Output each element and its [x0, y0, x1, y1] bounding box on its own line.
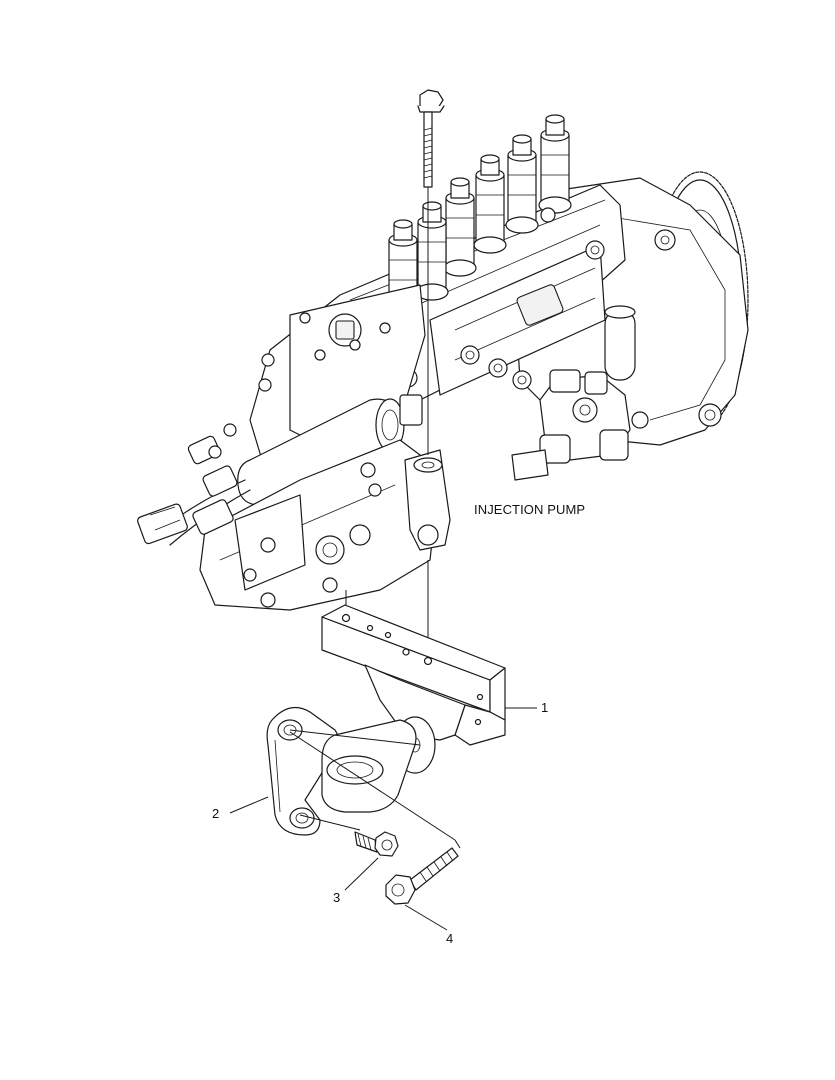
injection-pump-label: INJECTION PUMP [474, 502, 586, 517]
callout-4-leader [404, 904, 448, 931]
bolt-4-leader-bend [454, 839, 461, 849]
callout-2-leader [229, 796, 269, 814]
bolt-3-leader [299, 814, 361, 831]
rubber-mount [321, 719, 417, 813]
link-plate-part-2 [266, 706, 340, 836]
long-bolt [417, 89, 445, 188]
short-bolt-part-3 [354, 831, 399, 857]
callout-1: 1 [541, 700, 549, 715]
pump-mounting-boss [404, 449, 451, 551]
feed-pump-housing [187, 423, 441, 611]
injection-pump [137, 114, 749, 611]
bolt-4-leader-top [289, 731, 456, 841]
callout-4: 4 [446, 931, 454, 946]
rubber-mount-leader [289, 729, 421, 746]
callout-3-leader [344, 857, 379, 891]
callout-3: 3 [333, 890, 341, 905]
callout-2: 2 [212, 806, 220, 821]
long-bolt-part-4 [385, 847, 459, 905]
governor-fittings [511, 305, 636, 481]
